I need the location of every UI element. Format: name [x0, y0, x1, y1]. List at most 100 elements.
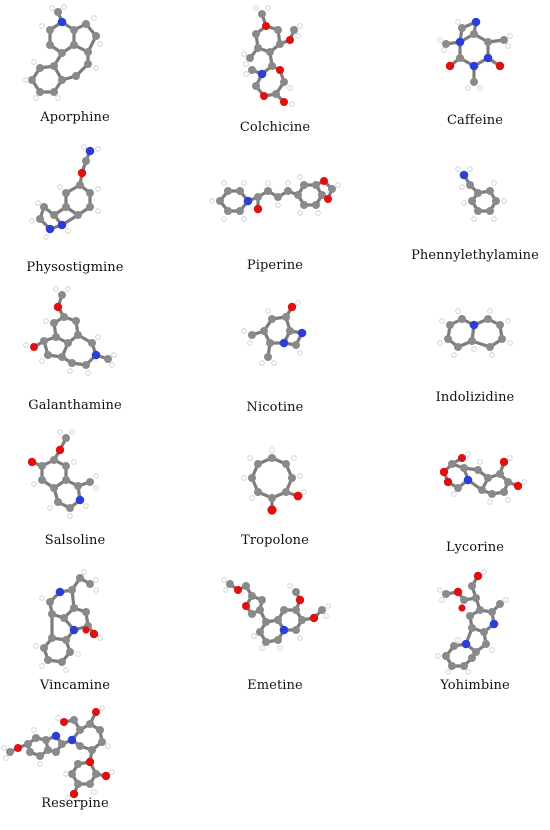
hydrogen-atom — [297, 350, 303, 356]
hydrogen-atom — [93, 577, 99, 583]
oxygen-atom — [280, 98, 288, 106]
nitrogen-atom — [297, 328, 307, 338]
carbon-atom — [454, 343, 462, 351]
carbon-atom — [28, 76, 36, 84]
carbon-atom — [82, 20, 90, 28]
galanthamine-atoms — [23, 286, 117, 376]
carbon-atom — [258, 596, 266, 604]
carbon-atom — [70, 604, 78, 612]
molecule-label: Aporphine — [40, 110, 110, 125]
carbon-atom — [294, 191, 302, 199]
piperine-structure — [209, 174, 341, 222]
hydrogen-atom — [275, 202, 281, 208]
carbon-atom — [68, 359, 76, 367]
nitrogen-atom — [243, 196, 253, 206]
emetine-structure — [221, 577, 331, 651]
carbon-atom — [54, 498, 62, 506]
oxygen-atom — [260, 92, 268, 100]
hydrogen-atom — [505, 318, 511, 324]
carbon-atom — [88, 339, 96, 347]
carbon-atom — [72, 317, 80, 325]
carbon-atom — [50, 484, 58, 492]
hydrogen-atom — [437, 37, 443, 43]
hydrogen-atom — [487, 499, 493, 505]
carbon-atom — [492, 197, 500, 205]
carbon-atom — [258, 10, 266, 18]
nitrogen-atom — [463, 475, 473, 485]
hydrogen-atom — [295, 300, 301, 306]
carbon-atom — [66, 504, 74, 512]
carbon-atom — [48, 610, 56, 618]
hydrogen-atom — [439, 318, 445, 324]
carbon-atom — [484, 38, 492, 46]
hydrogen-atom — [55, 715, 61, 721]
nitrogen-atom — [51, 731, 61, 741]
hydrogen-atom — [85, 370, 91, 376]
carbon-atom — [266, 339, 274, 347]
carbon-atom — [480, 628, 488, 636]
molecule-piperine: Piperine — [200, 145, 350, 275]
oxygen-atom — [499, 457, 509, 467]
carbon-atom — [86, 720, 94, 728]
hydrogen-atom — [43, 234, 49, 240]
hydrogen-atom — [265, 180, 271, 186]
oxygen-atom — [85, 757, 95, 767]
carbon-atom — [460, 464, 468, 472]
carbon-atom — [442, 652, 450, 660]
carbon-atom — [236, 187, 244, 195]
oxygen-atom — [262, 22, 270, 30]
oxygen-atom — [234, 586, 242, 594]
hydrogen-atom — [491, 180, 497, 186]
hydrogen-atom — [65, 228, 71, 234]
nitrogen-atom — [483, 53, 493, 63]
carbon-atom — [444, 335, 452, 343]
hydrogen-atom — [97, 41, 103, 47]
carbon-atom — [478, 486, 486, 494]
hydrogen-atom — [57, 429, 63, 435]
carbon-atom — [500, 36, 508, 44]
oxygen-atom — [27, 457, 37, 467]
hydrogen-atom — [223, 587, 229, 593]
hydrogen-atom — [295, 33, 301, 39]
carbon-atom — [252, 30, 260, 38]
carbon-atom — [468, 197, 476, 205]
carbon-atom — [456, 54, 464, 62]
carbon-atom — [328, 185, 336, 193]
carbon-atom — [70, 26, 78, 34]
hydrogen-atom — [75, 651, 81, 657]
hydrogen-atom — [297, 210, 303, 216]
hydrogen-atom — [97, 635, 103, 641]
nitrogen-atom — [469, 320, 479, 330]
nitrogen-atom — [279, 338, 289, 348]
indolizidine-structure — [437, 308, 513, 358]
carbon-atom — [86, 189, 94, 197]
molecule-physostigmine: Physostigmine — [0, 144, 150, 275]
carbon-atom — [70, 716, 78, 724]
carbon-atom — [104, 355, 112, 363]
carbon-atom — [74, 780, 82, 788]
hydrogen-atom — [437, 587, 443, 593]
oxygen-atom — [276, 66, 284, 74]
oxygen-atom — [293, 491, 303, 501]
carbon-atom — [264, 353, 272, 361]
carbon-atom — [448, 460, 456, 468]
hydrogen-atom — [265, 5, 271, 11]
carbon-atom — [86, 780, 94, 788]
carbon-atom — [318, 191, 326, 199]
hydrogen-atom — [1, 745, 7, 751]
oxygen-atom — [89, 629, 99, 639]
oxygen-atom — [458, 454, 466, 462]
carbon-atom — [58, 49, 66, 57]
oxygen-atom — [320, 177, 328, 185]
emetine-bonds — [228, 582, 324, 644]
hydrogen-atom — [491, 216, 497, 222]
carbon-atom — [54, 8, 62, 16]
molecule-label: Colchicine — [239, 120, 311, 135]
hydrogen-atom — [489, 647, 495, 653]
oxygen-atom — [295, 595, 305, 605]
hydrogen-atom — [459, 184, 465, 190]
hydrogen-atom — [35, 200, 41, 206]
carbon-atom — [72, 72, 80, 80]
oxygen-atom — [92, 708, 100, 716]
oxygen-atom — [14, 744, 22, 752]
